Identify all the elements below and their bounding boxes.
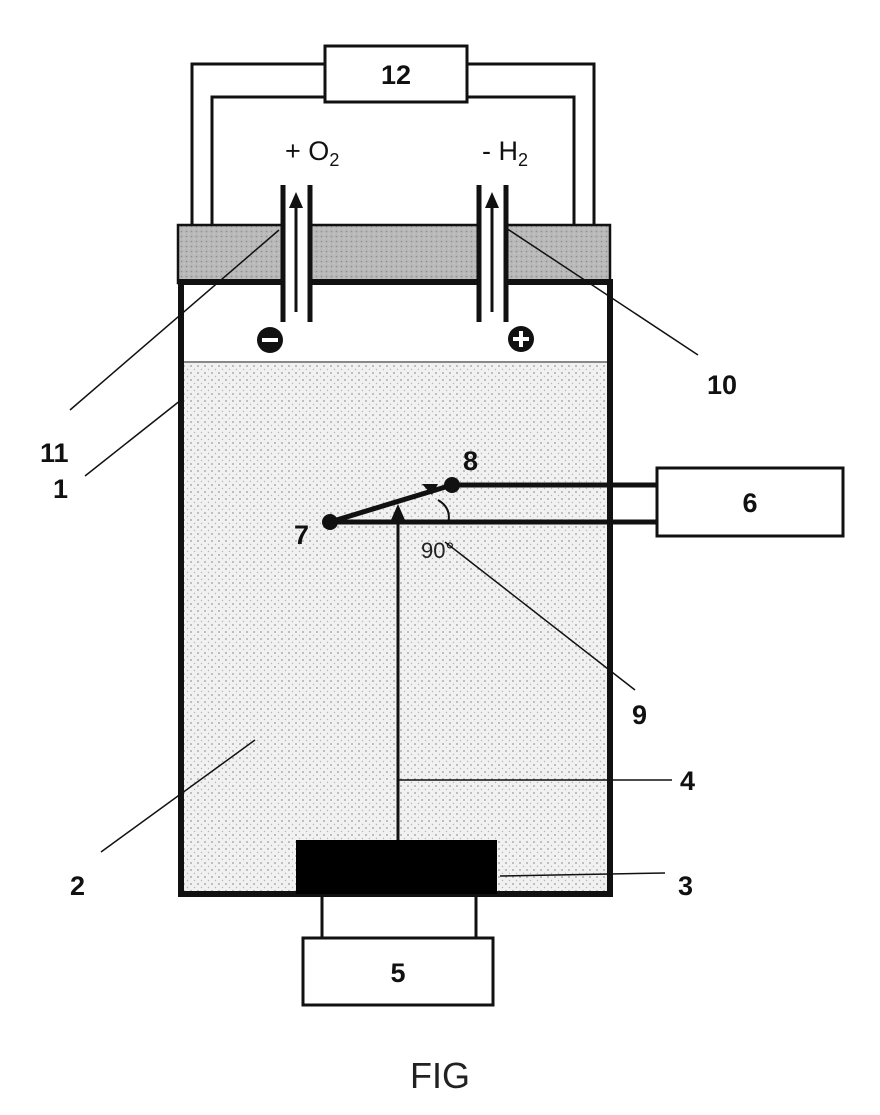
label-9: 9: [632, 700, 647, 730]
box-12-label: 12: [381, 60, 411, 90]
hydrogen-label: - H2: [482, 136, 528, 170]
oxygen-label: + O2: [285, 136, 339, 170]
figure-caption: FIG: [410, 1055, 470, 1096]
label-7: 7: [294, 520, 309, 550]
box-5-label: 5: [390, 958, 405, 988]
box-12: 12: [325, 46, 467, 102]
label-10: 10: [707, 370, 737, 400]
angle-label: 90°: [421, 538, 454, 563]
plus-terminal-icon: [508, 326, 534, 352]
minus-terminal-icon: [257, 327, 283, 353]
label-1: 1: [53, 474, 68, 504]
label-11: 11: [40, 438, 69, 468]
point-7: [322, 514, 338, 530]
hydrogen-outlet-tube: [477, 185, 507, 322]
label-4: 4: [680, 766, 695, 796]
oxygen-outlet-tube: [281, 185, 311, 322]
label-8: 8: [463, 446, 478, 476]
leader-1: [85, 400, 181, 476]
electrolyte-2: [184, 362, 607, 891]
label-3: 3: [678, 871, 693, 901]
box-6: 6: [657, 468, 843, 536]
transducer-3: [296, 840, 497, 894]
box-5: 5: [303, 938, 493, 1005]
box-6-label: 6: [742, 488, 757, 518]
point-8: [444, 477, 460, 493]
label-2: 2: [70, 871, 85, 901]
